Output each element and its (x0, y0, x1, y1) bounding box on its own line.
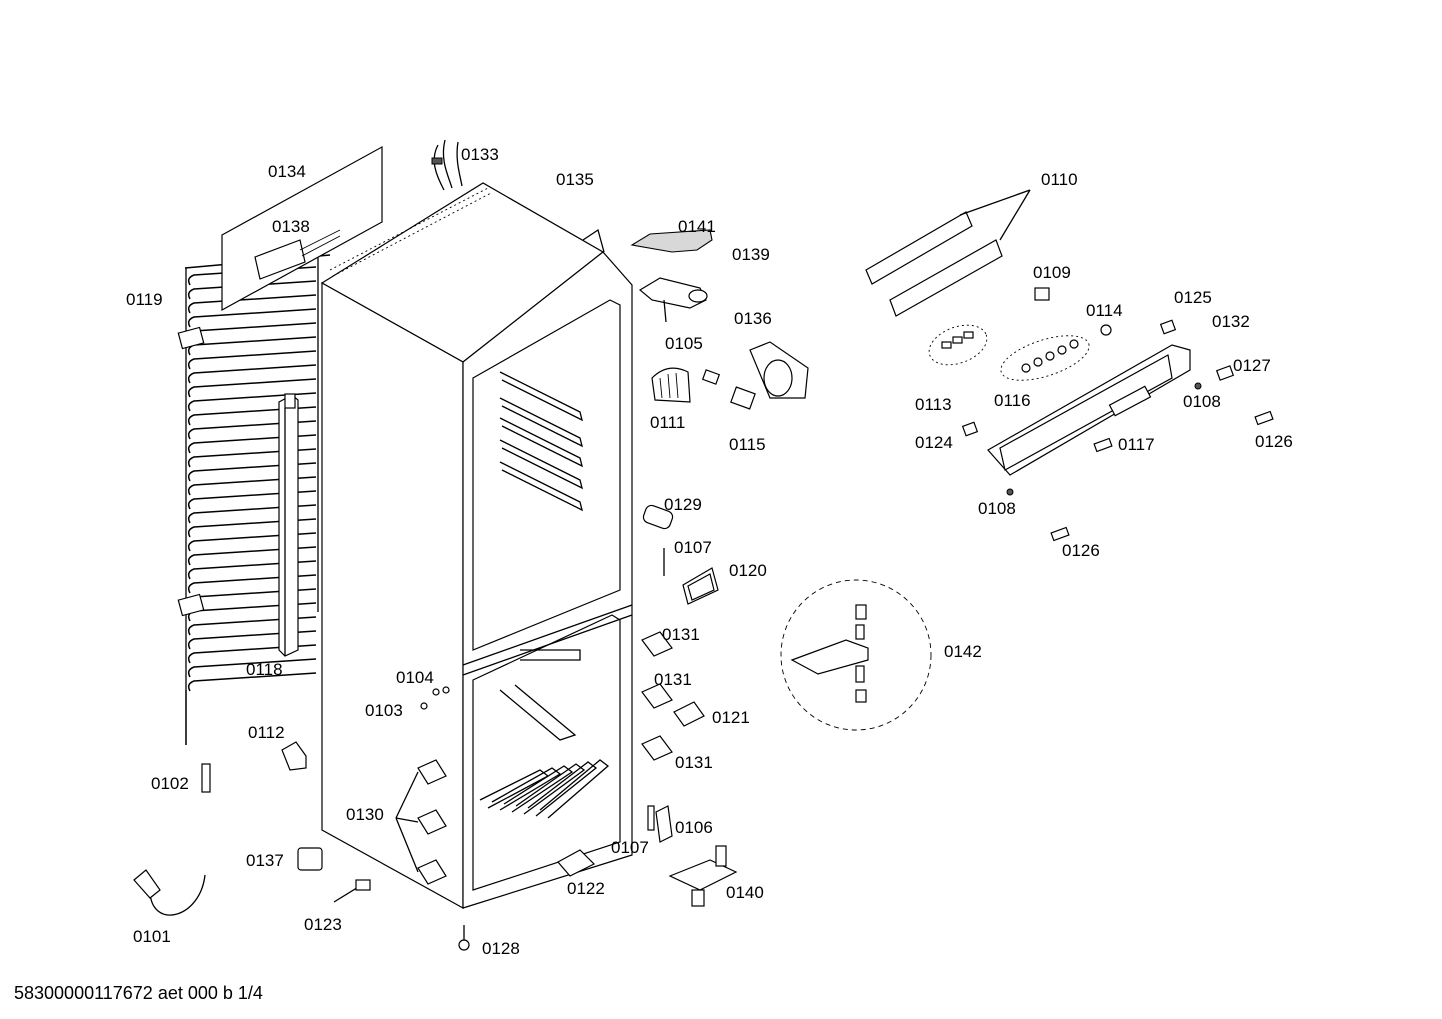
back-cover-panel (221, 145, 383, 312)
label-0128: 0128 (482, 939, 520, 958)
label-0135: 0135 (556, 170, 594, 189)
bracket (281, 741, 307, 771)
label-0139: 0139 (732, 245, 770, 264)
label-0105: 0105 (665, 334, 703, 353)
label-0134: 0134 (268, 162, 306, 181)
label-0109: 0109 (1033, 263, 1071, 282)
label-0122: 0122 (567, 879, 605, 898)
label-0117: 0117 (1118, 435, 1155, 454)
label-0121: 0121 (712, 708, 750, 727)
label-0115: 0115 (729, 435, 766, 454)
screw (442, 686, 450, 694)
label-0101: 0101 (133, 927, 171, 946)
thermostat (730, 386, 756, 410)
lamp-cover (749, 341, 809, 399)
label-0107-upper: 0107 (674, 538, 712, 557)
control-panel (987, 344, 1191, 476)
knob (1100, 324, 1112, 336)
label-0129: 0129 (664, 495, 702, 514)
label-0142: 0142 (944, 642, 982, 661)
bottom-hinge (668, 845, 738, 907)
clip (1159, 319, 1177, 335)
label-0111: 0111 (650, 413, 686, 432)
clip (961, 421, 979, 437)
label-0120: 0120 (729, 561, 767, 580)
label-0108-lower: 0108 (978, 499, 1016, 518)
vertical-strip (278, 393, 299, 657)
door-brackets (641, 631, 705, 761)
clip (1254, 410, 1274, 426)
condenser-coil (177, 254, 331, 745)
label-0131-c: 0131 (675, 753, 713, 772)
label-0113: 0113 (915, 395, 952, 414)
power-cord (133, 869, 206, 916)
screw (1006, 488, 1014, 496)
key-set (928, 324, 988, 366)
label-0126-lower: 0126 (1062, 541, 1100, 560)
control-boards (865, 189, 1031, 317)
refrigerator-cabinet (320, 182, 633, 910)
switch (1034, 287, 1050, 301)
label-0137: 0137 (246, 851, 284, 870)
label-0127: 0127 (1233, 356, 1271, 375)
screw (1194, 382, 1202, 390)
button-set (1000, 335, 1090, 381)
label-0133: 0133 (461, 145, 499, 164)
pin (201, 763, 211, 793)
hinge-detail (780, 579, 932, 731)
label-0138: 0138 (272, 217, 310, 236)
base-plate (557, 849, 596, 877)
label-0107-lower: 0107 (611, 838, 649, 857)
side-parts (642, 504, 719, 605)
foot-screw (458, 925, 470, 951)
label-0102: 0102 (151, 774, 189, 793)
hinge-bracket (638, 277, 708, 323)
label-0126-right: 0126 (1255, 432, 1293, 451)
clip (1093, 437, 1113, 453)
label-0124: 0124 (915, 433, 953, 452)
door-bins-small (395, 759, 447, 885)
document-id: 58300000117672 aet 000 b 1/4 (14, 983, 263, 1003)
screw (432, 688, 440, 696)
label-0106: 0106 (675, 818, 713, 837)
cover-cap (630, 229, 713, 253)
label-0132: 0132 (1212, 312, 1250, 331)
label-0140: 0140 (726, 883, 764, 902)
clip (1050, 526, 1070, 542)
pin (647, 805, 655, 831)
label-0116: 0116 (994, 391, 1031, 410)
label-0125: 0125 (1174, 288, 1212, 307)
label-0103: 0103 (365, 701, 403, 720)
plug-connector (333, 879, 371, 903)
label-0141: 0141 (678, 217, 716, 236)
label-0114: 0114 (1086, 301, 1123, 320)
label-0136: 0136 (734, 309, 772, 328)
label-0104: 0104 (396, 668, 434, 687)
label-0118: 0118 (246, 660, 283, 679)
clip (1215, 365, 1235, 381)
cable-harness (431, 139, 463, 191)
label-0131-a: 0131 (662, 625, 700, 644)
label-0123: 0123 (304, 915, 342, 934)
label-0130: 0130 (346, 805, 384, 824)
label-0131-b: 0131 (654, 670, 692, 689)
cover-strip (655, 805, 673, 843)
label-0110: 0110 (1041, 170, 1078, 189)
label-0119: 0119 (126, 290, 163, 309)
washer (420, 702, 428, 710)
block (297, 847, 323, 871)
lamp-bulb (701, 369, 721, 385)
label-0108-upper: 0108 (1183, 392, 1221, 411)
lamp-holder (651, 367, 691, 403)
label-0112: 0112 (248, 723, 285, 742)
